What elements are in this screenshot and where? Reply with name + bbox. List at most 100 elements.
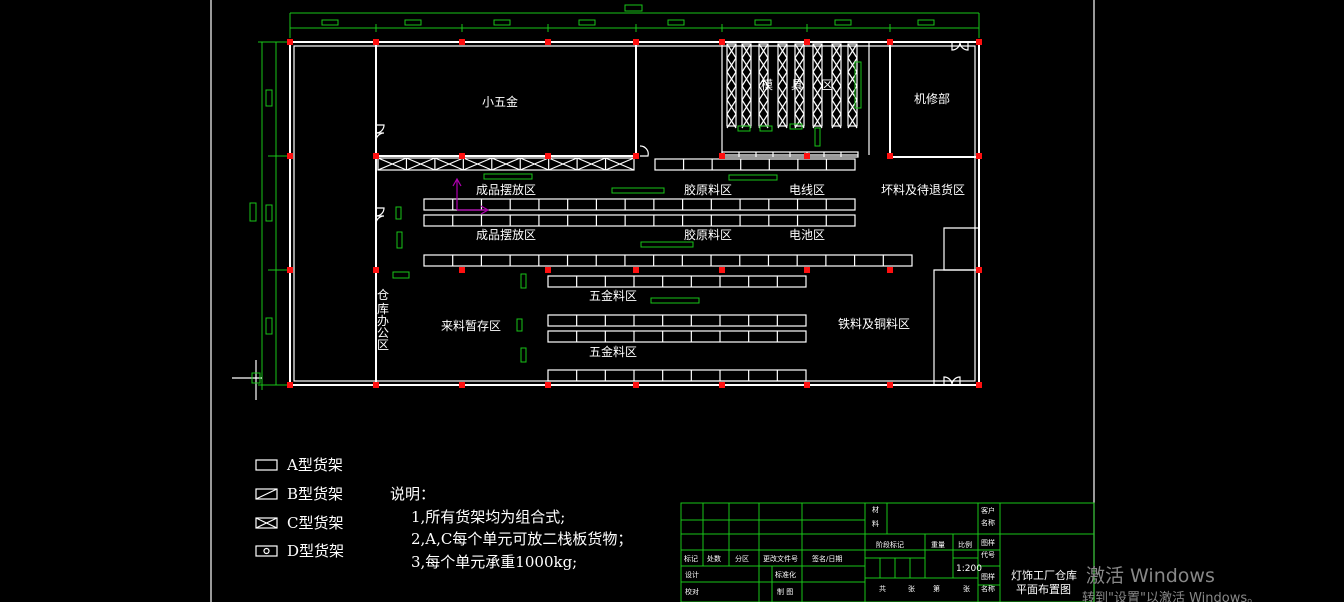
tb-design: 设计 — [685, 570, 699, 579]
tb-title-line-2: 平面布置图 — [1016, 583, 1071, 596]
column-marker — [719, 153, 725, 159]
zone-wire: 电线区 — [789, 183, 825, 197]
shelf-row — [423, 198, 856, 211]
legend-a: A型货架 — [286, 456, 343, 474]
zone-finished-2: 成品摆放区 — [476, 227, 536, 242]
tb-check: 校对 — [685, 587, 699, 596]
shelf-b-symbol — [255, 488, 278, 500]
notes-line-1: 1,所有货架均为组合式; — [411, 508, 565, 526]
column-marker — [976, 382, 982, 388]
tb-client-2: 名称 — [981, 518, 995, 527]
zone-mold-2: 具 — [791, 78, 803, 92]
shelves — [377, 43, 913, 382]
column-marker — [459, 153, 465, 159]
notes-line-2: 2,A,C每个单元可放二栈板货物； — [411, 530, 632, 548]
tb-client-1: 客户 — [981, 506, 995, 515]
mold-rack — [831, 43, 842, 129]
tb-total: 共 — [879, 584, 886, 593]
activation-watermark-hint: 转到"设置"以激活 Windows。 — [1082, 591, 1260, 602]
column-marker — [373, 382, 379, 388]
column-marker — [887, 39, 893, 45]
shelf-type-legend: A型货架 B型货架 C型货架 D型货架 — [255, 456, 344, 560]
zone-repair: 机修部 — [914, 91, 950, 106]
shelf-row — [547, 330, 807, 343]
tb-row-change: 更改文件号 — [763, 554, 798, 563]
tb-row-zone: 分区 — [735, 554, 749, 563]
tb-row-sign: 签名/日期 — [812, 554, 842, 563]
notes-line-3: 3,每个单元承重1000kg; — [411, 553, 577, 571]
shelf-a-symbol — [255, 459, 278, 471]
column-marker — [287, 39, 293, 45]
column-marker — [804, 382, 810, 388]
column-marker — [545, 267, 551, 273]
column-marker — [373, 39, 379, 45]
drawing-frame — [210, 0, 1095, 602]
column-marker — [287, 153, 293, 159]
shelf-row — [547, 369, 807, 382]
zone-labels: 小五金 模 具 区 机修部 成品摆放区 胶原料区 电线区 坏料及待退货区 成品摆… — [377, 78, 965, 359]
column-marker — [719, 39, 725, 45]
zone-finished-1: 成品摆放区 — [476, 182, 536, 197]
column-marker — [887, 267, 893, 273]
shelf-row — [654, 158, 856, 171]
structural-columns — [287, 39, 982, 388]
tb-sheets-2: 张 — [963, 584, 970, 593]
tb-sheets-1: 张 — [908, 584, 915, 593]
tb-material-1: 材 — [872, 505, 879, 514]
zone-office-4: 公 — [377, 326, 389, 340]
column-marker — [976, 267, 982, 273]
tb-weight: 重量 — [931, 541, 945, 549]
zone-glue-1: 胶原料区 — [684, 182, 732, 197]
column-marker — [459, 267, 465, 273]
mold-rack — [741, 43, 752, 129]
tb-page: 第 — [933, 584, 940, 593]
tb-drawing-name-2: 名称 — [981, 584, 995, 593]
column-marker — [719, 382, 725, 388]
tb-drawing-no-1: 图样 — [981, 538, 995, 547]
column-marker — [976, 153, 982, 159]
shelf-tags — [392, 61, 862, 363]
tb-drawing-name-1: 图样 — [981, 572, 995, 581]
zone-office-2: 库 — [377, 301, 389, 316]
mold-rack — [758, 43, 769, 129]
shelf-row — [423, 254, 913, 267]
zone-mold-3: 区 — [821, 78, 833, 92]
tb-row-count: 处数 — [707, 554, 721, 563]
column-marker — [633, 267, 639, 273]
zone-office-3: 办 — [377, 313, 389, 328]
dimension-lines — [232, 4, 980, 400]
zone-hardware-2: 五金料区 — [589, 344, 637, 359]
mold-rack — [847, 43, 858, 129]
column-marker — [887, 153, 893, 159]
column-marker — [287, 267, 293, 273]
tb-stage-mark: 阶段标记 — [876, 540, 904, 549]
shelf-row — [377, 157, 635, 171]
zone-office-1: 仓 — [377, 288, 389, 302]
column-marker — [287, 382, 293, 388]
column-marker — [804, 39, 810, 45]
tb-standardize: 标准化 — [775, 570, 796, 579]
activation-watermark-title: 激活 Windows — [1086, 565, 1215, 587]
column-marker — [373, 267, 379, 273]
column-marker — [373, 153, 379, 159]
notes: 说明： 1,所有货架均为组合式; 2,A,C每个单元可放二栈板货物； 3,每个单… — [390, 485, 632, 571]
column-marker — [804, 267, 810, 273]
zone-hardware-small: 小五金 — [482, 94, 518, 109]
shelf-row — [423, 214, 856, 227]
legend-c: C型货架 — [287, 514, 343, 532]
tb-make: 制 图 — [777, 587, 793, 596]
mold-rack — [794, 43, 805, 129]
tb-drawing-no-2: 代号 — [981, 550, 995, 559]
zone-defect: 坏料及待退货区 — [881, 182, 965, 197]
title-block: 材 料 客户 名称 阶段标记 重量 比例 图样 代号 标记 处数 分区 更改文件… — [680, 502, 1095, 602]
legend-d: D型货架 — [287, 542, 344, 560]
zone-battery: 电池区 — [789, 228, 825, 242]
mold-rack — [812, 43, 823, 129]
tb-row-mark: 标记 — [684, 554, 698, 563]
column-marker — [545, 153, 551, 159]
tb-scale-value: 1:200 — [956, 564, 982, 574]
column-marker — [887, 382, 893, 388]
legend-b: B型货架 — [287, 485, 343, 503]
column-marker — [719, 267, 725, 273]
